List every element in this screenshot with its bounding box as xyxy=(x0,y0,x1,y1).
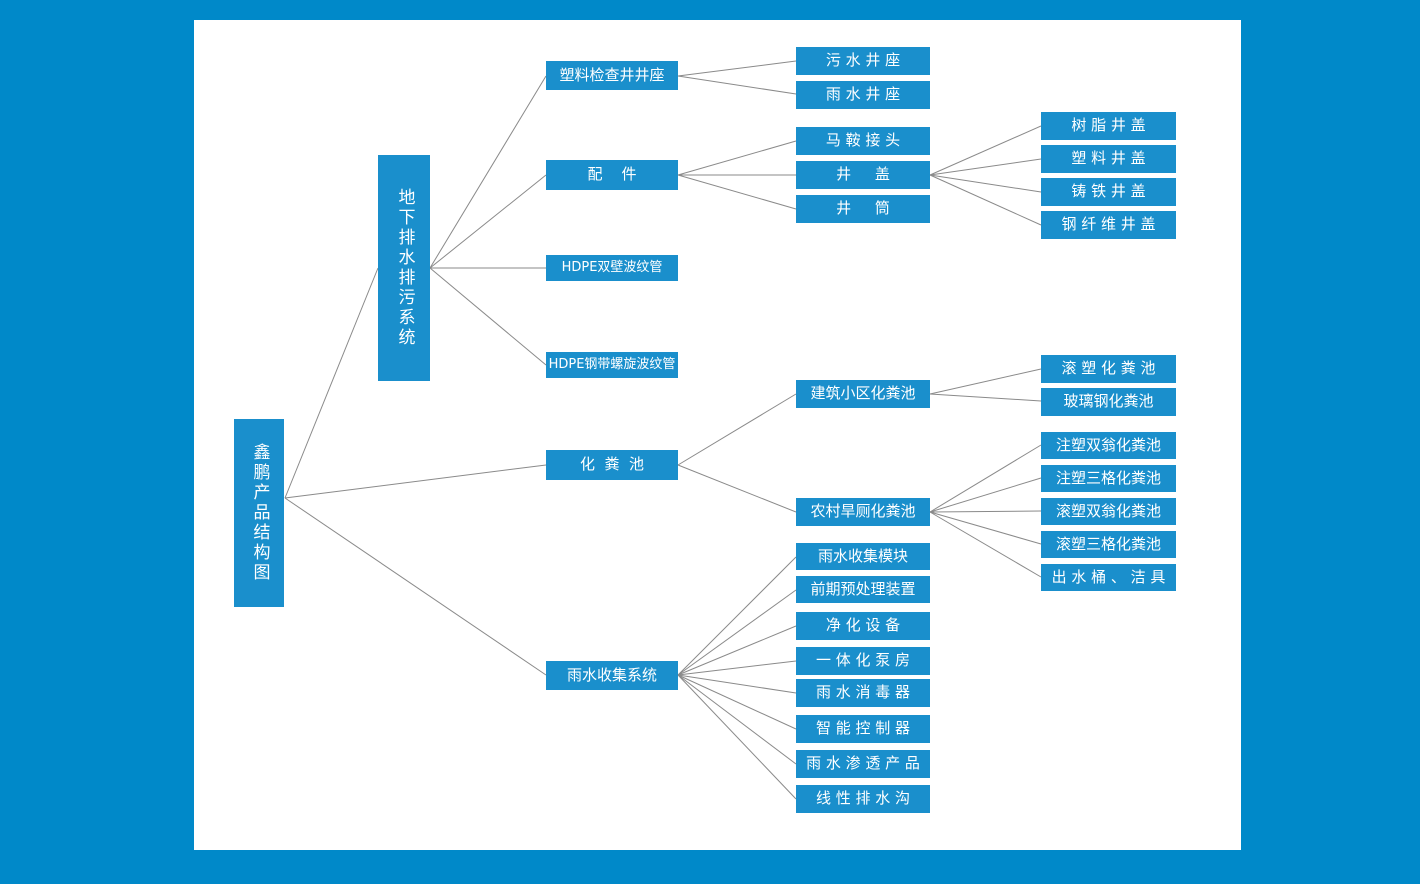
node-hdpe-double-wall-corrugated-pipe[interactable]: HDPE双壁波纹管 xyxy=(546,255,678,281)
node-saddle-joint[interactable]: 马 鞍 接 头 xyxy=(796,127,930,155)
edge-fit-saddle xyxy=(677,140,797,176)
edge-cover-resin xyxy=(929,125,1042,176)
node-integrated-pump-house[interactable]: 一 体 化 泵 房 xyxy=(796,647,930,675)
edge-ug-fittings xyxy=(429,174,547,269)
edge-cover-iron xyxy=(929,174,1042,193)
node-injection-twin-urn-septic-tank[interactable]: 注塑双翁化粪池 xyxy=(1041,432,1176,459)
edge-rs-roto-three xyxy=(929,511,1042,545)
node-intelligent-controller[interactable]: 智 能 控 制 器 xyxy=(796,715,930,743)
edge-cs-rotomold xyxy=(929,368,1042,395)
edge-rw-pump xyxy=(677,660,797,676)
edge-septic-community xyxy=(677,393,797,466)
node-root[interactable]: 鑫鹏产品结构图 xyxy=(234,419,284,607)
edge-rw-controller xyxy=(677,674,797,730)
edge-cover-steelfiber xyxy=(929,174,1042,226)
node-rotomolded-septic-tank[interactable]: 滚 塑 化 粪 池 xyxy=(1041,355,1176,383)
node-injection-three-compartment-septic-tank[interactable]: 注塑三格化粪池 xyxy=(1041,465,1176,492)
node-rotomolded-twin-urn-septic-tank[interactable]: 滚塑双翁化粪池 xyxy=(1041,498,1176,525)
edge-root-rainwater xyxy=(284,497,547,676)
edge-rw-disinfect xyxy=(677,674,797,694)
node-well-shaft[interactable]: 井 筒 xyxy=(796,195,930,223)
edge-rs-bucket xyxy=(929,511,1042,578)
node-fittings[interactable]: 配 件 xyxy=(546,160,678,190)
node-resin-manhole-cover[interactable]: 树 脂 井 盖 xyxy=(1041,112,1176,140)
node-rotomolded-three-compartment-septic-tank[interactable]: 滚塑三格化粪池 xyxy=(1041,531,1176,558)
edge-rs-roto-twin xyxy=(929,510,1042,513)
edge-root-underground xyxy=(284,267,379,499)
edge-cs-frp xyxy=(929,393,1042,402)
node-steel-fiber-manhole-cover[interactable]: 钢 纤 维 井 盖 xyxy=(1041,211,1176,239)
node-cast-iron-manhole-cover[interactable]: 铸 铁 井 盖 xyxy=(1041,178,1176,206)
edge-mb-storm xyxy=(677,75,797,95)
node-purification-equipment[interactable]: 净 化 设 备 xyxy=(796,612,930,640)
edge-mb-sewage xyxy=(677,60,797,77)
edge-ug-hdpe-steel xyxy=(429,267,547,366)
node-community-septic-tank[interactable]: 建筑小区化粪池 xyxy=(796,380,930,408)
node-stormwater-well-base[interactable]: 雨 水 井 座 xyxy=(796,81,930,109)
node-underground-drainage-system[interactable]: 地下排水排污系统 xyxy=(378,155,430,381)
node-hdpe-steel-belt-spiral-corrugated-pipe[interactable]: HDPE钢带螺旋波纹管 xyxy=(546,352,678,378)
node-linear-drainage-channel[interactable]: 线 性 排 水 沟 xyxy=(796,785,930,813)
node-septic-tank[interactable]: 化 粪 池 xyxy=(546,450,678,480)
node-sewage-well-base[interactable]: 污 水 井 座 xyxy=(796,47,930,75)
node-rainwater-permeable-products[interactable]: 雨 水 渗 透 产 品 xyxy=(796,750,930,778)
node-rainwater-collection-module[interactable]: 雨水收集模块 xyxy=(796,543,930,570)
edge-root-septic xyxy=(284,464,547,499)
node-plastic-inspection-well-base[interactable]: 塑料检查井井座 xyxy=(546,61,678,90)
edge-ug-manholebase xyxy=(429,75,547,269)
node-rainwater-disinfector[interactable]: 雨 水 消 毒 器 xyxy=(796,679,930,707)
node-outlet-bucket-and-sanitary-ware[interactable]: 出 水 桶 、 洁 具 xyxy=(1041,564,1176,591)
edge-rw-purify xyxy=(677,625,797,676)
node-frp-septic-tank[interactable]: 玻璃钢化粪池 xyxy=(1041,388,1176,416)
edge-cover-plastic xyxy=(929,158,1042,176)
edge-rs-inj-three xyxy=(929,477,1042,513)
edge-septic-rural xyxy=(677,464,797,513)
edge-rs-inj-twin xyxy=(929,444,1042,513)
node-manhole-cover[interactable]: 井 盖 xyxy=(796,161,930,189)
edge-rw-module xyxy=(677,556,797,676)
node-plastic-manhole-cover[interactable]: 塑 料 井 盖 xyxy=(1041,145,1176,173)
node-rural-toilet-septic-tank[interactable]: 农村旱厕化粪池 xyxy=(796,498,930,526)
edge-rw-channel xyxy=(677,674,797,800)
node-rainwater-collection-system[interactable]: 雨水收集系统 xyxy=(546,661,678,690)
node-pretreatment-device[interactable]: 前期预处理装置 xyxy=(796,576,930,603)
edge-rw-permeable xyxy=(677,674,797,765)
edge-fit-shaft xyxy=(677,174,797,210)
edge-rw-pretreat xyxy=(677,589,797,676)
